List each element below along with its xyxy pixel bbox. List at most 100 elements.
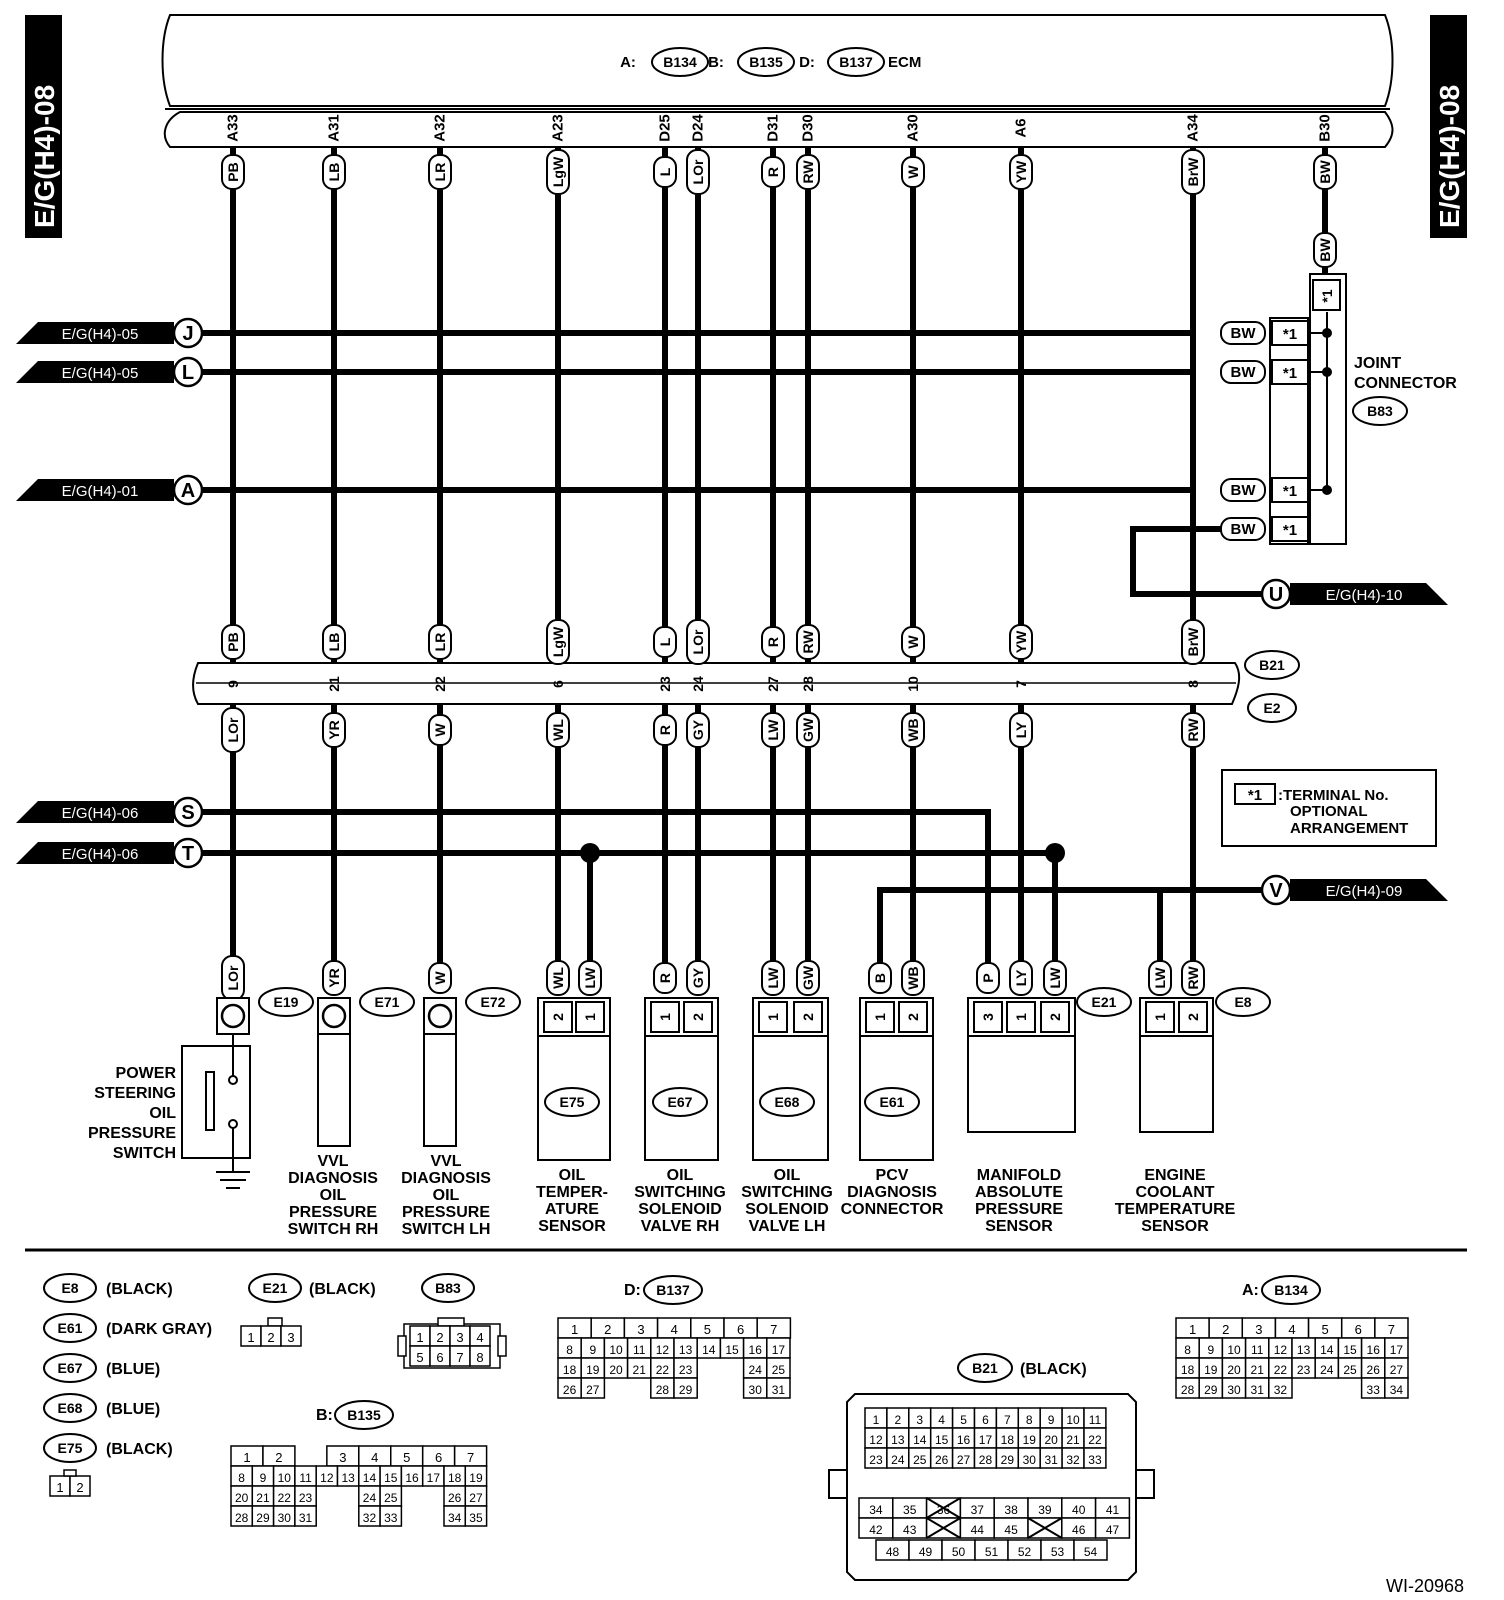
device-wire-e71: YR [322, 960, 346, 996]
legend-pin: 33 [1367, 1383, 1381, 1397]
ecm-terminal-a34: A34 [1185, 114, 1202, 142]
connector-code-text: E21 [263, 1280, 288, 1296]
wire-color-text: GY [690, 967, 706, 988]
legend-pin: 18 [563, 1363, 577, 1377]
wire-color-text: LR [432, 633, 448, 652]
legend-pin: 30 [278, 1511, 292, 1525]
device-name-e21: SENSOR [985, 1218, 1053, 1235]
b83-pin-top: *1 [1319, 289, 1335, 302]
legend-pin: 14 [702, 1343, 716, 1357]
wire-segment [926, 1517, 961, 1539]
device-pin: 1 [872, 1013, 888, 1021]
ecm-terminal-a32: A32 [432, 114, 449, 142]
e2-code: E2 [1247, 693, 1297, 723]
connector-code-text: E2 [1263, 700, 1280, 716]
legend-pin: 1 [873, 1413, 880, 1427]
b21-pin-23: 23 [657, 676, 673, 692]
b21-pin-9: 9 [225, 680, 241, 688]
device-pin: 1 [1152, 1013, 1168, 1021]
legend-pin: 9 [1207, 1343, 1214, 1357]
legend-code-e8: E8 [43, 1273, 97, 1303]
wire-color-text: BW [1231, 521, 1257, 538]
legend-pin: 13 [1297, 1343, 1311, 1357]
legend-pin: 30 [1023, 1453, 1037, 1467]
wire-color-text: LW [582, 967, 598, 989]
b21-wire-color-11: BrW [1181, 619, 1205, 665]
legend-code-e61: E61 [43, 1313, 97, 1343]
page-ref-letter: L [182, 362, 194, 384]
legend-pin: 13 [341, 1471, 355, 1485]
ecm-wire-color-d31: R [761, 156, 785, 188]
device-name-e67: SOLENOID [638, 1201, 722, 1218]
legend-pin: 23 [869, 1453, 883, 1467]
e2-wire-color-1: LOr [221, 707, 245, 753]
wire-color-text: BW [1231, 482, 1257, 499]
legend-code-e21: E21 [248, 1273, 302, 1303]
figure-id: WI-20968 [1386, 1576, 1464, 1596]
legend-pin: 29 [256, 1511, 270, 1525]
device-name-e8: COOLANT [1135, 1184, 1214, 1201]
legend-pin: 12 [869, 1433, 883, 1447]
ecm-wire-color-a30: W [901, 156, 925, 188]
legend-color-e67: (BLUE) [106, 1361, 160, 1378]
e2-wire-color-3: W [428, 714, 452, 746]
ecm-wire-color-a31: LB [322, 154, 346, 190]
connector-code-text: E8 [61, 1280, 78, 1296]
connector-code-text: E71 [375, 994, 400, 1010]
legend-pin: 5 [704, 1322, 711, 1337]
legend-b137-prefix: D: [624, 1282, 641, 1299]
device-wire-e8: RW [1181, 960, 1205, 996]
device-wire-e21: P [976, 962, 1000, 994]
legend-pin: 8 [1184, 1343, 1191, 1357]
legend-pin: 27 [1390, 1363, 1404, 1377]
wire-color-text: BW [1231, 364, 1257, 381]
b21-pin-27: 27 [765, 676, 781, 692]
wire-color-text: P [980, 973, 996, 982]
legend-pin: 8 [566, 1343, 573, 1357]
device-name-e19: PRESSURE [88, 1125, 176, 1142]
note-line-2: OPTIONAL [1290, 803, 1368, 820]
b83-pin: *1 [1283, 483, 1297, 500]
legend-pin: 10 [1227, 1343, 1241, 1357]
wire-color-text: LW [1152, 967, 1168, 989]
connector-code-text: B134 [663, 54, 697, 70]
page-ref-text: E/G(H4)-05 [62, 326, 139, 343]
wire-color-text: L [657, 167, 673, 176]
page-ref-text: E/G(H4)-01 [62, 483, 139, 500]
u-line-wire [1130, 526, 1262, 597]
legend-pin: 18 [1181, 1363, 1195, 1377]
b21-pin-28: 28 [800, 676, 816, 692]
ecm-wire-color-a32: LR [428, 154, 452, 190]
wire-color-text: YR [326, 968, 342, 987]
wire-color-text: LgW [550, 156, 566, 187]
legend-pin: 5 [1322, 1322, 1329, 1337]
ecm-wire-color-a6: YW [1009, 154, 1033, 190]
connector-code-text: E21 [1092, 994, 1117, 1010]
legend-pin: 13 [891, 1433, 905, 1447]
device-pin: 2 [690, 1013, 706, 1021]
device-name-e75: TEMPER- [536, 1184, 608, 1201]
legend-pin: 2 [267, 1330, 274, 1345]
legend-pin: 16 [749, 1343, 763, 1357]
page-ref-text: E/G(H4)-10 [1326, 587, 1403, 604]
legend-b135-prefix: B: [316, 1407, 333, 1424]
legend-pin: 25 [772, 1363, 786, 1377]
legend-pin: 27 [469, 1491, 483, 1505]
legend-pin: 8 [238, 1471, 245, 1485]
wire-color-text: WL [550, 967, 566, 989]
ecm-terminal-a23: A23 [550, 114, 567, 142]
connector-code-text: E19 [274, 994, 299, 1010]
legend-pin: 46 [1072, 1523, 1086, 1537]
legend-pin: 17 [427, 1471, 441, 1485]
legend-pin: 3 [339, 1450, 346, 1465]
legend-pin: 21 [1251, 1363, 1265, 1377]
legend-pin: 15 [725, 1343, 739, 1357]
ecm-label: ECM [888, 54, 921, 71]
device-name-e68: SWITCHING [741, 1184, 833, 1201]
wires [198, 147, 1328, 975]
legend-pin: 33 [1088, 1453, 1102, 1467]
legend-pin: 2 [76, 1480, 83, 1495]
